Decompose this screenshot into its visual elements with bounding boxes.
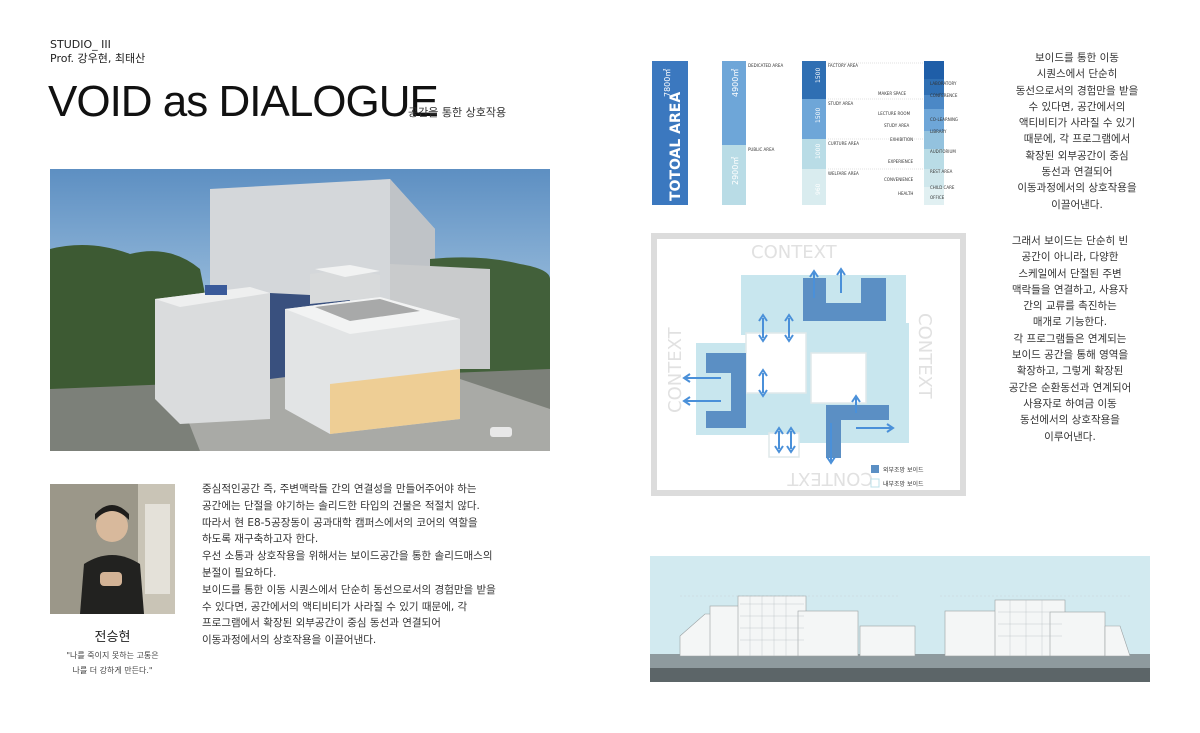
detail-label-13: CHILD CARE	[930, 185, 955, 190]
dedicated-area-label: DEDICATED AREA	[748, 63, 783, 68]
curture-area-bar	[802, 139, 826, 169]
legend-interior-label: 내부조망 보이드	[883, 480, 924, 488]
designer-name: 전승현	[94, 630, 131, 645]
void-interior-2	[810, 352, 867, 404]
total-area-bar	[652, 61, 688, 205]
total-area-value: 7800㎡	[663, 69, 672, 97]
detail-label-4: LECTURE ROOM	[878, 111, 911, 116]
void-dark-left	[706, 353, 746, 428]
total-area-label: TOTOAL AREA	[668, 92, 684, 201]
detail-label-12: CONVENIENCE	[884, 177, 914, 182]
void-dark-bottom-right	[826, 405, 889, 458]
building-rendering	[50, 169, 550, 451]
right-text-1: 보이드를 통한 이동 시퀀스에서 단순히 동선으로서의 경험만을 받을 수 있다…	[1015, 52, 1139, 211]
factory-area-value: 1500	[815, 68, 822, 83]
curture-area-value: 1000	[815, 144, 822, 159]
factory-area-label: FACTORY AREA	[828, 63, 858, 68]
right-text-2: 그래서 보이드는 단순히 빈 공간이 아니라, 다양한 스케일에서 단절된 주변…	[1008, 235, 1132, 443]
dedicated-area-value: 4900㎡	[731, 69, 740, 97]
factory-area-bar	[802, 61, 826, 99]
detail-label-10: EXPERIENCE	[888, 159, 913, 164]
project-description: 중심적인공간 즉, 주변맥락들 간의 연결성을 만들어주어야 하는 공간에는 단…	[202, 483, 496, 647]
context-top-label: CONTEXT	[751, 242, 838, 263]
professors-label: Prof. 강우현, 최태산	[50, 52, 146, 65]
legend-interior-swatch	[870, 478, 880, 488]
detail-label-5: STUDY AREA	[884, 123, 910, 128]
detail-bar-5	[924, 131, 944, 149]
detail-bar-8	[924, 187, 944, 205]
page-subtitle: 공간을 통한 상호작용	[408, 106, 507, 119]
detail-bar-1	[924, 61, 944, 79]
legend-exterior-swatch	[871, 465, 879, 473]
study-area-label: STUDY AREA	[828, 101, 854, 106]
public-area-value: 2900㎡	[731, 157, 740, 185]
context-left-label: CONTEXT	[665, 326, 686, 413]
study-area-bar	[802, 99, 826, 139]
detail-label-2: LABORATORY	[930, 81, 957, 86]
detail-label-1: MAKER SPACE	[878, 91, 907, 96]
studio-label: STUDIO_ III	[50, 38, 111, 51]
detail-label-15: HEALTH	[898, 191, 913, 196]
detail-label-9: AUDITORIUM	[930, 149, 956, 154]
detail-label-11: REST AREA	[930, 169, 953, 174]
public-area-bar	[722, 145, 746, 205]
study-area-value: 1500	[815, 108, 822, 123]
studio-info: STUDIO_ III Prof. 강우현, 최태산	[50, 38, 145, 66]
public-area-label: PUBLIC AREA	[748, 147, 775, 152]
detail-bar-6	[924, 149, 944, 169]
context-frame	[651, 233, 966, 496]
designer-quote: "나를 죽이지 못하는 고통은 나를 더 강하게 만든다."	[50, 648, 175, 678]
welfare-area-label: WELFARE AREA	[828, 171, 859, 176]
context-right-label: CONTEXT	[914, 313, 935, 400]
detail-label-3: CONFERENCE	[930, 93, 958, 98]
detail-label-8: EXHIBITION	[890, 137, 913, 142]
welfare-area-bar	[802, 169, 826, 205]
page-title: VOID as DIALOGUE	[48, 77, 439, 126]
detail-bar-4	[924, 109, 944, 131]
welfare-area-value: 960	[815, 183, 822, 195]
detail-bar-3	[924, 95, 944, 109]
detail-bar-7	[924, 169, 944, 187]
designer-quote-line-1: "나를 죽이지 못하는 고통은	[66, 651, 159, 660]
void-interior-1	[745, 332, 807, 394]
legend-exterior-label: 외부조망 보이드	[883, 466, 924, 474]
detail-bar-2	[924, 79, 944, 95]
dedicated-area-bar	[722, 61, 746, 145]
designer-quote-line-2: 나를 더 강하게 만든다."	[72, 666, 153, 675]
void-interior-3	[768, 432, 800, 458]
detail-label-14: OFFICE	[930, 195, 945, 200]
section-drawing	[650, 556, 1150, 682]
void-dark-top	[803, 278, 886, 321]
context-bottom-label: CONTEXT	[786, 468, 873, 489]
detail-label-6: CO-LEARNING	[930, 117, 958, 122]
curture-area-label: CURTURE AREA	[828, 141, 859, 146]
designer-portrait	[50, 484, 175, 614]
void-concept-diagram: CONTEXT CONTEXT CONTEXT CONTEXT 외부조망	[651, 233, 966, 496]
detail-label-7: LIBRARY	[930, 129, 947, 134]
area-program-chart: TOTOAL AREA 7800㎡ 4900㎡ 2900㎡ DEDICATED …	[652, 55, 962, 205]
circulation-arrows	[682, 267, 895, 465]
